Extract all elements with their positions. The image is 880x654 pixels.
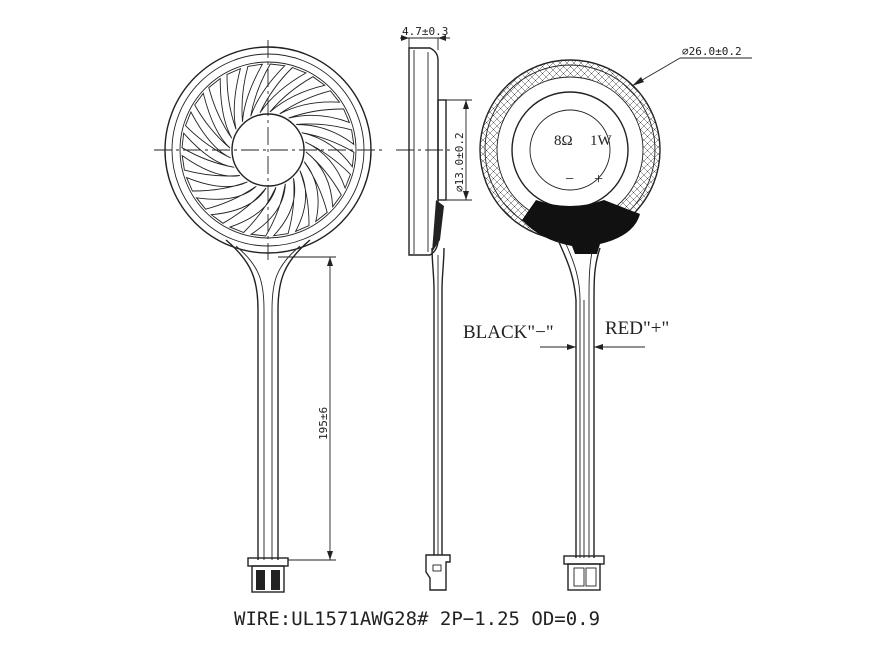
- magnet-diameter-label: ⌀13.0±0.2: [453, 132, 466, 192]
- cone-blade: [272, 178, 296, 237]
- cone-blade: [181, 154, 240, 177]
- cone-blade: [226, 67, 242, 130]
- terminal-minus-label: −: [565, 171, 574, 188]
- cone-blade: [288, 108, 351, 124]
- cone-blade: [294, 170, 310, 233]
- impedance-label: 8Ω: [554, 133, 573, 149]
- cone-blade: [210, 187, 267, 224]
- wire-spec-label: WIRE:UL1571AWG28# 2P−1.25 OD=0.9: [234, 608, 600, 630]
- front-wire-inner: [235, 245, 301, 560]
- rear-view: 8Ω 1W − + ⌀26.0±0.2 BLACK"−" RED"+": [463, 45, 752, 591]
- rear-terminal-board: [522, 200, 640, 254]
- rear-magnet-center: [529, 109, 611, 191]
- power-label: 1W: [590, 133, 613, 149]
- cone-blade: [259, 66, 308, 114]
- cone-blade: [305, 141, 352, 190]
- thickness-label: 4.7±0.3: [402, 25, 448, 38]
- cone-blade: [195, 185, 257, 210]
- cone-blade: [303, 161, 328, 223]
- rear-wire-inner: [565, 243, 593, 558]
- cone-blade: [269, 76, 326, 113]
- wire-length-label: 195±6: [317, 407, 330, 440]
- cone-blade: [185, 176, 248, 192]
- side-solder-blob: [432, 200, 444, 252]
- cone-blade: [279, 90, 341, 115]
- front-view: 195±6: [154, 40, 384, 593]
- front-connector: [247, 557, 289, 593]
- front-wire-outer: [225, 239, 311, 560]
- rear-connector: [563, 555, 605, 591]
- red-wire-label: RED"+": [605, 318, 669, 339]
- cone-blade: [208, 77, 233, 139]
- cone-blade: [296, 123, 355, 146]
- outer-diameter-label: ⌀26.0±0.2: [682, 45, 742, 58]
- cone-blade: [194, 92, 231, 149]
- side-connector: [425, 554, 451, 591]
- terminal-plus-label: +: [594, 171, 603, 188]
- cone-blade: [228, 187, 277, 234]
- black-wire-label: BLACK"−": [463, 322, 554, 343]
- rear-wire-outer: [557, 239, 601, 558]
- cone-blade: [305, 151, 342, 208]
- cone-blade: [241, 63, 264, 122]
- side-view: 4.7±0.3 ⌀13.0±0.2: [396, 25, 472, 591]
- side-frame: [408, 47, 439, 256]
- side-wire: [431, 247, 445, 555]
